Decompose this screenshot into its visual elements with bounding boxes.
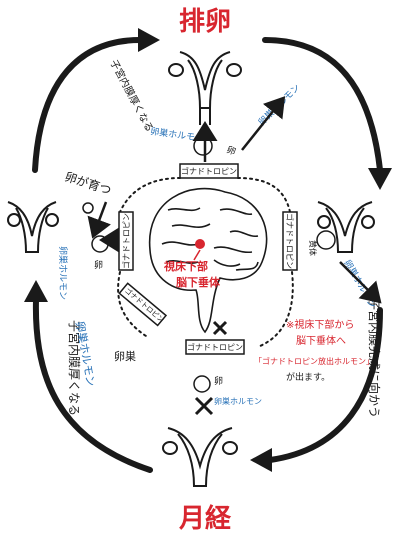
label-pituitary: 脳下垂体 (176, 275, 221, 289)
label-egg-left: 卵 (94, 260, 103, 271)
gonado-label-bottom: ゴナドトロピン (187, 342, 243, 352)
note-line-2: 脳下垂体へ (296, 335, 346, 347)
label-ovarian-hormone-top: 卵巣ホルモン (150, 125, 205, 144)
label-egg-top: 卵 (225, 144, 237, 157)
arc-bottom-right (267, 307, 383, 463)
label-egg-bottom: 卵 (214, 376, 223, 387)
uterus-icon-right (317, 201, 375, 253)
arc-top-left (32, 37, 143, 173)
brain-center-dot (195, 239, 205, 249)
inner-arrows (87, 96, 382, 304)
arc-top-right (262, 37, 383, 173)
gonado-label-right: ゴナドトロピン (285, 213, 295, 269)
label-hypothalamus: 視床下部 (163, 259, 208, 273)
label-ovarian-hormone-bottom: 卵巣ホルモン (214, 396, 262, 406)
outer-arrowheads (24, 28, 392, 472)
inner-x-marks (194, 320, 228, 416)
gonado-label-lowleft: ゴナドトロピン (123, 286, 166, 324)
gonadotropin-boxes (118, 163, 298, 355)
label-yellow-body: 黄体 (308, 240, 318, 256)
hormone-cycle-loop (117, 177, 294, 347)
gonado-box-top (179, 163, 239, 179)
title-menstruation: 月経 (178, 503, 232, 534)
brain-arrow (193, 249, 201, 261)
gonado-label-left: ゴナドトロピン (121, 213, 131, 269)
arc-bottom-left (32, 297, 153, 473)
uterus-icon-left (7, 201, 59, 253)
gonado-box-left (118, 211, 134, 271)
gonado-box-lowleft (118, 282, 168, 327)
note-line-3: 「ゴナドトロピン放出ホルモン」 (254, 356, 374, 366)
uterus-icon-bottom (162, 427, 238, 487)
arrowhead-bottom (250, 448, 272, 472)
arrowhead-left (24, 280, 48, 302)
label-ovarian-hormone-left: 卵巣ホルモン (57, 246, 69, 300)
arrowhead-top (138, 28, 160, 52)
label-left-arc: 子宮内膜厚くなる (67, 320, 82, 416)
note-line-1: ※視床下部から (286, 318, 354, 331)
uterus-icon-top (168, 51, 242, 125)
outer-cycle-arrows (32, 37, 383, 473)
title-ovulation: 排卵 (179, 7, 231, 37)
arrowhead-right (368, 168, 392, 190)
note-line-4: が出ます。 (286, 371, 330, 383)
label-top-left-arc: 子宮内膜厚くなる (107, 57, 156, 134)
label-ovary: 卵巣 (114, 350, 136, 363)
label-ovarian-hormone-right: 卵巣ホルモン (341, 258, 378, 311)
gonado-box-bottom (185, 339, 245, 355)
label-right-arc: 子宮内膜完成に向かう (367, 298, 382, 418)
gonado-box-right (282, 211, 298, 271)
label-egg-grows: 卵が育つ (63, 169, 113, 198)
gonado-label-top: ゴナドトロピン (181, 166, 237, 176)
brain-illustration (148, 187, 268, 334)
